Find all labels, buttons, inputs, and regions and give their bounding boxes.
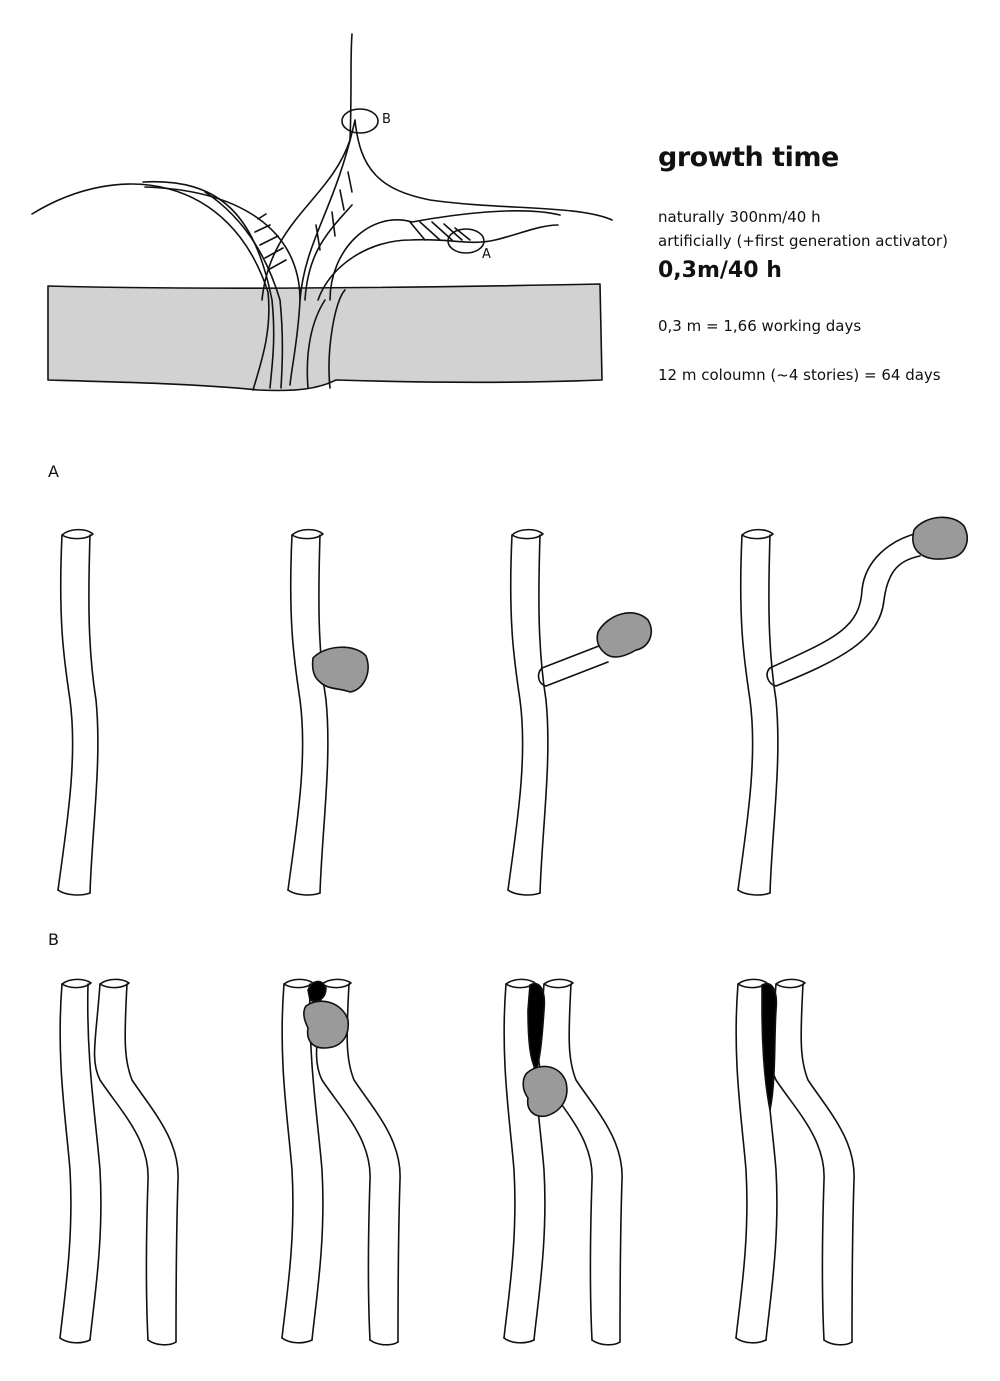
trunk-left <box>261 33 353 301</box>
rate-value: 0,3m/40 h <box>658 258 782 283</box>
overview-sketch <box>31 33 613 392</box>
b-stage-3-columns <box>503 978 623 1346</box>
growth-time-title: growth time <box>658 142 839 173</box>
working-days-text: 0,3 m = 1,66 working days <box>658 317 862 335</box>
a-stage-4-column <box>737 516 968 896</box>
bond-strip-full <box>761 983 778 1111</box>
column-days-text: 12 m coloumn (~4 stories) = 64 days <box>658 366 941 384</box>
b-stage-4-columns <box>735 978 855 1346</box>
b-stage-2-columns <box>281 978 401 1346</box>
row-b-stages <box>59 978 855 1346</box>
long-branch <box>769 532 919 669</box>
branch-stub <box>541 643 609 687</box>
bond-strip <box>527 983 546 1071</box>
bond-seed <box>307 980 327 1003</box>
marker-b-label: B <box>382 112 391 127</box>
b-stage-1-columns <box>59 978 179 1346</box>
activator-blob <box>303 1000 349 1049</box>
natural-rate-text: naturally 300nm/40 h <box>658 208 821 226</box>
artificial-rate-text: artificially (+first generation activato… <box>658 232 948 250</box>
activator-blob <box>596 612 652 658</box>
activator-blob <box>522 1065 568 1118</box>
trunk-right <box>299 119 613 301</box>
ground-slab <box>47 283 603 392</box>
activator-blob <box>912 516 968 560</box>
section-a-label: A <box>48 462 59 481</box>
left-arch-outer <box>31 183 270 391</box>
row-a-stages <box>57 516 968 896</box>
a-stage-2-column <box>287 528 369 896</box>
a-stage-3-column <box>507 528 652 896</box>
left-arch-inner2 <box>144 186 301 386</box>
section-b-label: B <box>48 930 59 949</box>
marker-a-label: A <box>482 247 491 262</box>
a-stage-1-column <box>57 528 99 896</box>
marker-a-circle <box>447 228 485 254</box>
marker-b-circle <box>341 108 379 134</box>
activator-blob <box>311 646 369 693</box>
